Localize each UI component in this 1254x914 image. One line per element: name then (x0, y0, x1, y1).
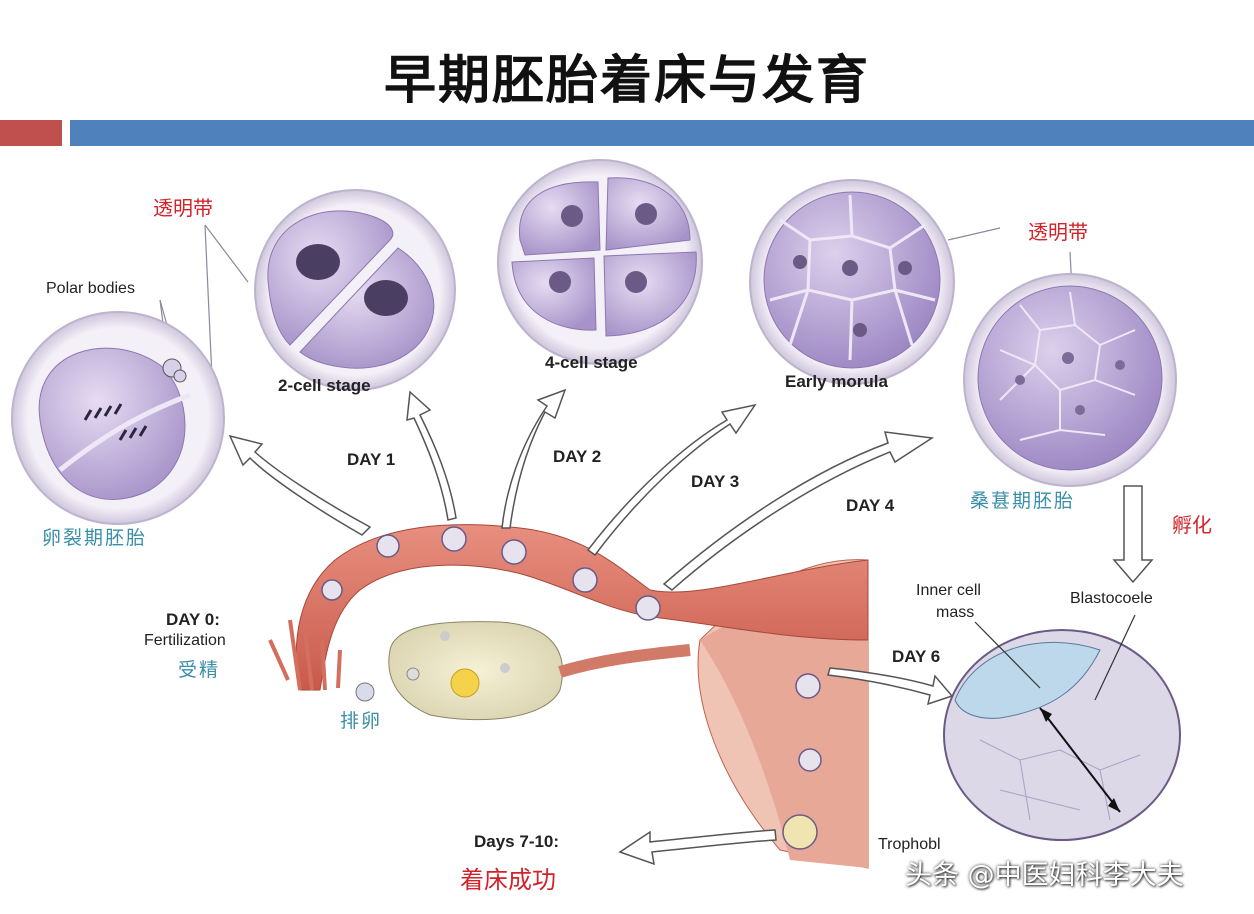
hatching-arrow (1112, 485, 1154, 584)
early-morula-embryo (749, 179, 955, 385)
page-title: 早期胚胎着床与发育 (383, 50, 870, 111)
zona-pellucida-label-top: 透明带 (153, 196, 213, 220)
blastocyst (943, 614, 1181, 841)
day3-label: DAY 3 (691, 472, 740, 491)
tube-embryos (321, 526, 822, 850)
day6-label: DAY 6 (892, 647, 941, 666)
day2-label: DAY 2 (553, 447, 602, 466)
polar-bodies-label: Polar bodies (46, 280, 135, 297)
accent-bar-blue (70, 120, 1254, 146)
ovulation-label: 排卵 (340, 710, 383, 732)
day0-label: DAY 0: (166, 610, 220, 629)
fertilization-label: Fertilization (144, 632, 226, 649)
two-cell-embryo (254, 189, 456, 391)
two-cell-label: 2-cell stage (278, 376, 371, 395)
trophoblast-label: Trophobl (878, 836, 941, 853)
implantation-label: 着床成功 (460, 866, 556, 894)
day1-label: DAY 1 (347, 450, 396, 469)
morula-embryo (963, 273, 1177, 487)
day4-label: DAY 4 (846, 496, 895, 515)
inner-cell-mass-label-2: mass (936, 604, 975, 621)
watermark: 头条 @中医妇科李大夫 (905, 860, 1184, 891)
four-cell-label: 4-cell stage (545, 353, 638, 372)
morula-embryo-label: 桑葚期胚胎 (970, 490, 1076, 512)
early-morula-label: Early morula (785, 372, 888, 391)
days-7-10-label: Days 7-10: (474, 832, 560, 851)
zona-pellucida-label-right: 透明带 (1028, 220, 1088, 244)
blastocoele-label: Blastocoele (1070, 590, 1153, 607)
fertilization-zh-label: 受精 (178, 659, 221, 681)
development-arrows (228, 388, 954, 866)
reproductive-tract (268, 524, 869, 869)
accent-bar-red (0, 120, 62, 146)
zygote-embryo (11, 311, 225, 525)
hatching-label: 孵化 (1172, 513, 1212, 537)
cleavage-embryo-label: 卵裂期胚胎 (42, 527, 148, 549)
inner-cell-mass-label-1: Inner cell (916, 582, 981, 599)
four-cell-embryo (497, 159, 703, 365)
